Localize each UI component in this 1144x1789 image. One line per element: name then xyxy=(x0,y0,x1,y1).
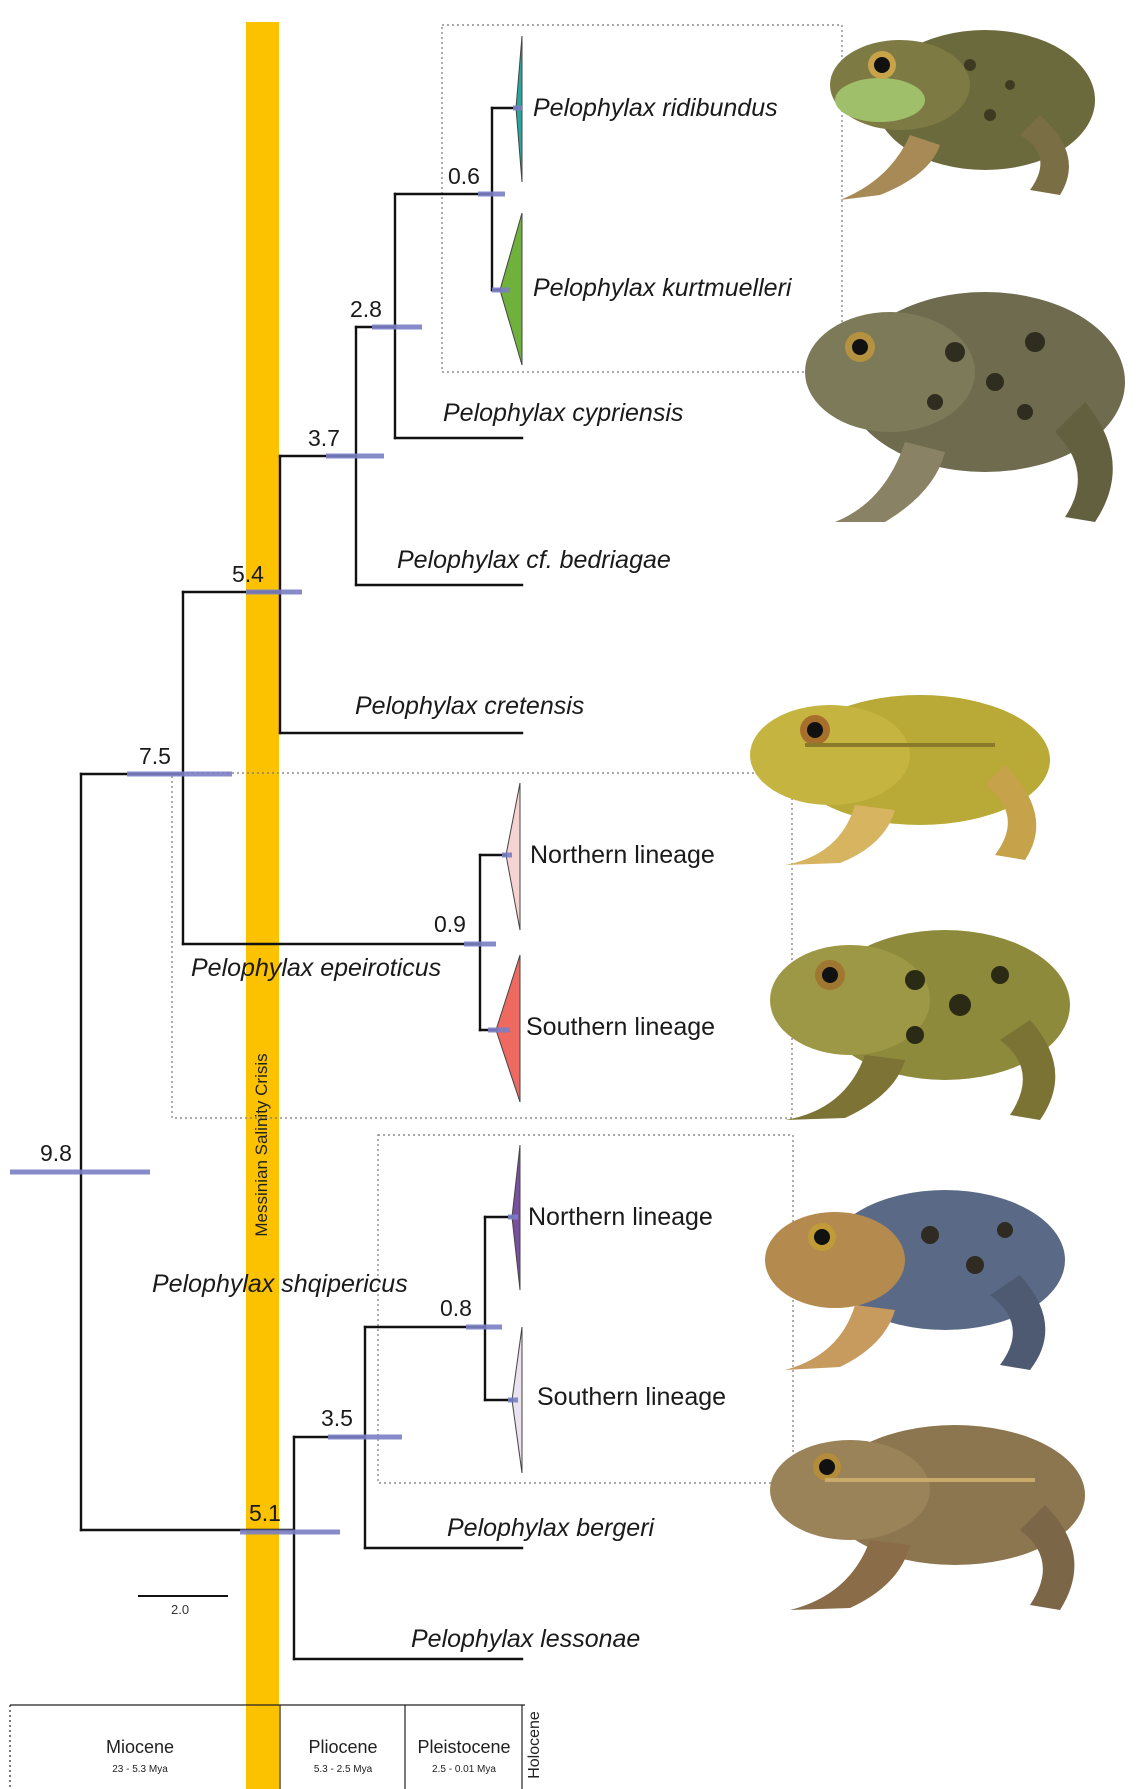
epoch-name-pliocene: Pliocene xyxy=(282,1737,404,1758)
taxon-label-epeiroticus: Pelophylax epeiroticus xyxy=(191,954,441,983)
taxon-label-kurtmuelleri: Pelophylax kurtmuelleri xyxy=(533,274,791,303)
frog-photo-shqipericus xyxy=(760,1175,1075,1375)
frog-photo-epeiroticus xyxy=(765,910,1080,1130)
node-age-3-7: 3.7 xyxy=(308,425,340,452)
node-age-0-6: 0.6 xyxy=(448,163,480,190)
frog-photo-ridibundus xyxy=(820,5,1105,215)
taxon-label-bergeri: Pelophylax bergeri xyxy=(447,1514,654,1543)
epoch-name-holocene: Holocene xyxy=(526,1711,544,1779)
node-age-2-8: 2.8 xyxy=(350,296,382,323)
lineage-label-shqipericus-north: Northern lineage xyxy=(528,1203,713,1232)
taxon-label-ridibundus: Pelophylax ridibundus xyxy=(533,94,778,123)
epoch-pleistocene: Pleistocene 2.5 - 0.01 Mya xyxy=(406,1737,522,1775)
taxon-label-lessonae: Pelophylax lessonae xyxy=(411,1625,640,1654)
taxon-label-shqipericus: Pelophylax shqipericus xyxy=(152,1270,408,1299)
frog-photo-lessonae xyxy=(765,1405,1100,1615)
epoch-name-miocene: Miocene xyxy=(40,1737,240,1758)
epoch-range-miocene: 23 - 5.3 Mya xyxy=(40,1764,240,1775)
node-age-root: 9.8 xyxy=(40,1140,72,1167)
taxon-label-bedriagae: Pelophylax cf. bedriagae xyxy=(397,546,671,575)
node-age-5-4: 5.4 xyxy=(232,561,264,588)
node-age-5-1: 5.1 xyxy=(249,1500,281,1527)
frog-photo-cretensis xyxy=(745,675,1065,870)
scale-bar-label: 2.0 xyxy=(171,1602,189,1617)
epoch-name-pleistocene: Pleistocene xyxy=(406,1737,522,1758)
lineage-label-epeiroticus-south: Southern lineage xyxy=(526,1013,715,1042)
node-age-0-9: 0.9 xyxy=(434,911,466,938)
node-age-7-5: 7.5 xyxy=(139,743,171,770)
node-age-0-8: 0.8 xyxy=(440,1295,472,1322)
taxon-label-cretensis: Pelophylax cretensis xyxy=(355,692,584,721)
taxon-label-cypriensis: Pelophylax cypriensis xyxy=(443,399,683,428)
epoch-pliocene: Pliocene 5.3 - 2.5 Mya xyxy=(282,1737,404,1775)
epoch-range-pliocene: 5.3 - 2.5 Mya xyxy=(282,1764,404,1775)
epoch-range-pleistocene: 2.5 - 0.01 Mya xyxy=(406,1764,522,1775)
clade-box-ridibundus-kurtmuelleri xyxy=(442,25,842,372)
epoch-miocene: Miocene 23 - 5.3 Mya xyxy=(40,1737,240,1775)
lineage-label-epeiroticus-north: Northern lineage xyxy=(530,841,715,870)
frog-photo-kurtmuelleri xyxy=(795,262,1140,540)
lineage-label-shqipericus-south: Southern lineage xyxy=(537,1383,726,1412)
node-age-3-5: 3.5 xyxy=(321,1405,353,1432)
